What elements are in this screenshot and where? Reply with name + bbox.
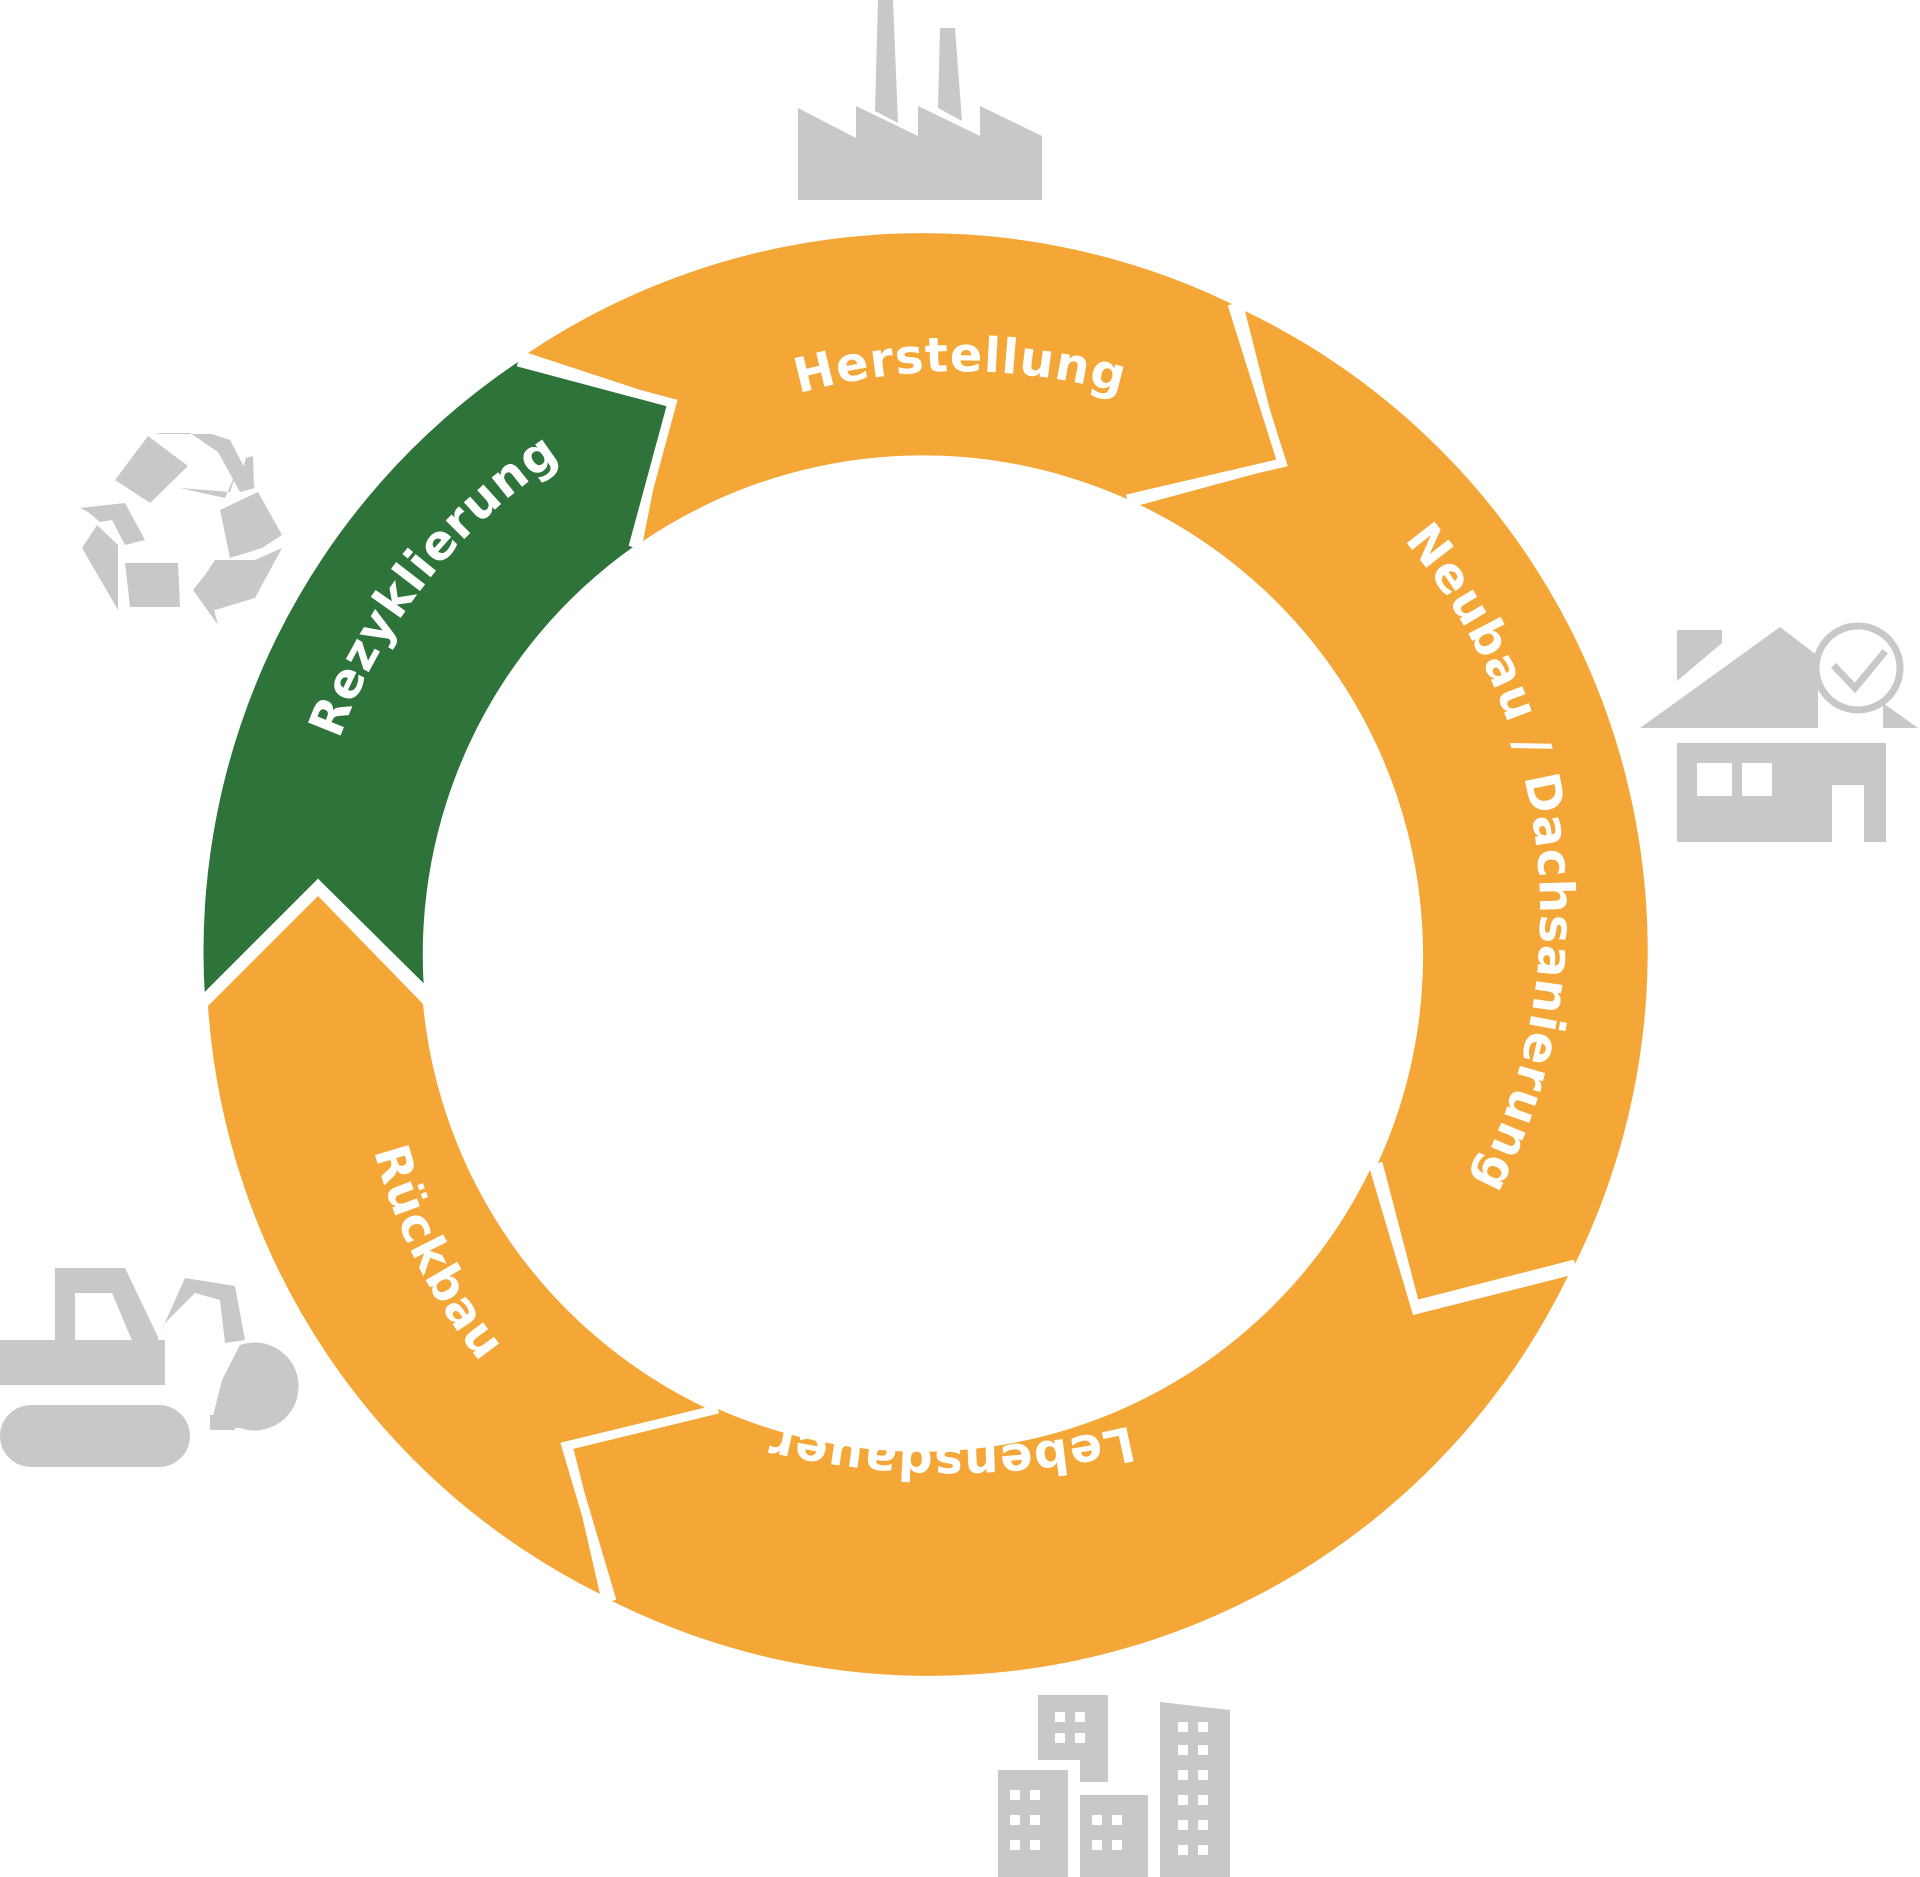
- label-lebensdauer: Lebensdauer: [763, 1415, 1140, 1491]
- segment-herstellung: [528, 233, 1282, 541]
- separator-2: [1125, 302, 1288, 504]
- separator-1: [516, 357, 678, 549]
- separator-4: [560, 1404, 720, 1603]
- segment-rezyklierung: [203, 362, 672, 998]
- recycle-icon: [80, 433, 282, 625]
- house-check-icon: [1640, 622, 1918, 842]
- segment-separators: [201, 302, 1577, 1603]
- cycle-ring: [203, 233, 1648, 1676]
- city-buildings-icon: [998, 1695, 1230, 1877]
- segment-neubau: [1140, 311, 1648, 1305]
- excavator-icon: [0, 1268, 299, 1467]
- factory-icon: [798, 0, 1042, 200]
- separator-3: [1373, 1161, 1577, 1311]
- segment-rueckbau: [208, 896, 706, 1594]
- separator-5: [201, 878, 428, 1002]
- segment-lebensdauer: [573, 1170, 1568, 1676]
